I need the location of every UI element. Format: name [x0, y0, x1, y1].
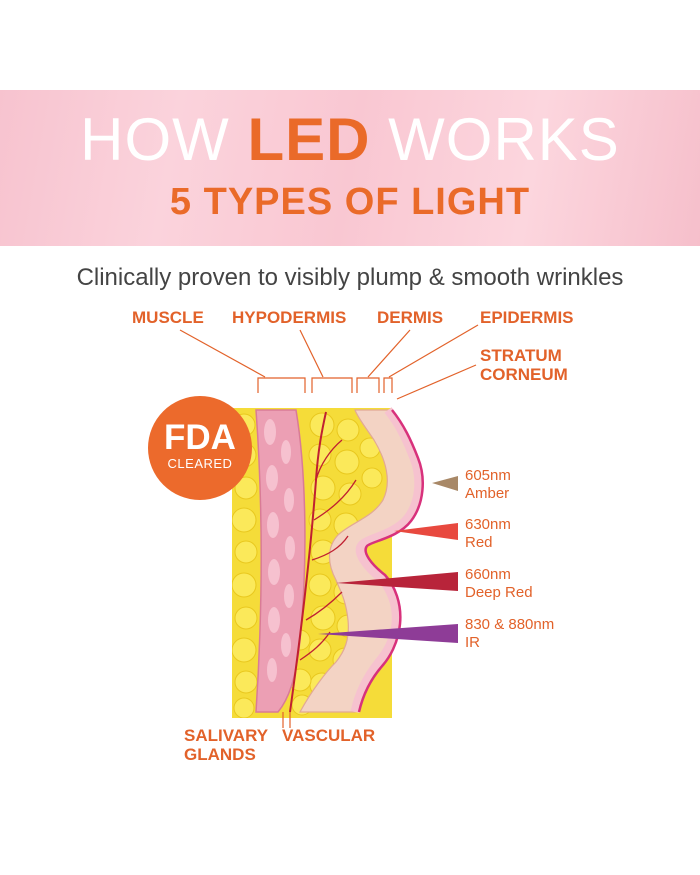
- label-epidermis: EPIDERMIS: [480, 308, 574, 327]
- beam-deep-red: [336, 572, 458, 591]
- beam-red: [394, 523, 458, 540]
- label-dermis: DERMIS: [377, 308, 444, 327]
- vascular-vessels: [289, 411, 357, 713]
- label-hypodermis: HYPODERMIS: [232, 308, 347, 327]
- title-accent: LED: [247, 106, 371, 173]
- page-subtitle: 5 TYPES OF LIGHT: [169, 181, 531, 223]
- beam-ir: [318, 624, 458, 643]
- epidermis-layer: [350, 407, 424, 714]
- label-muscle: MUSCLE: [132, 308, 204, 327]
- header-banner: [0, 90, 700, 246]
- page-title: HOW LED WORKS: [80, 106, 620, 173]
- leader-lines: [179, 324, 479, 400]
- stratum-corneum-layer: [357, 409, 424, 713]
- label-vascular: VASCULAR: [282, 726, 376, 745]
- beam-amber: [432, 476, 458, 491]
- tagline: Clinically proven to visibly plump & smo…: [76, 264, 624, 291]
- muscle-fibers: [264, 419, 295, 682]
- fda-cleared-badge: FDA CLEARED: [148, 396, 252, 500]
